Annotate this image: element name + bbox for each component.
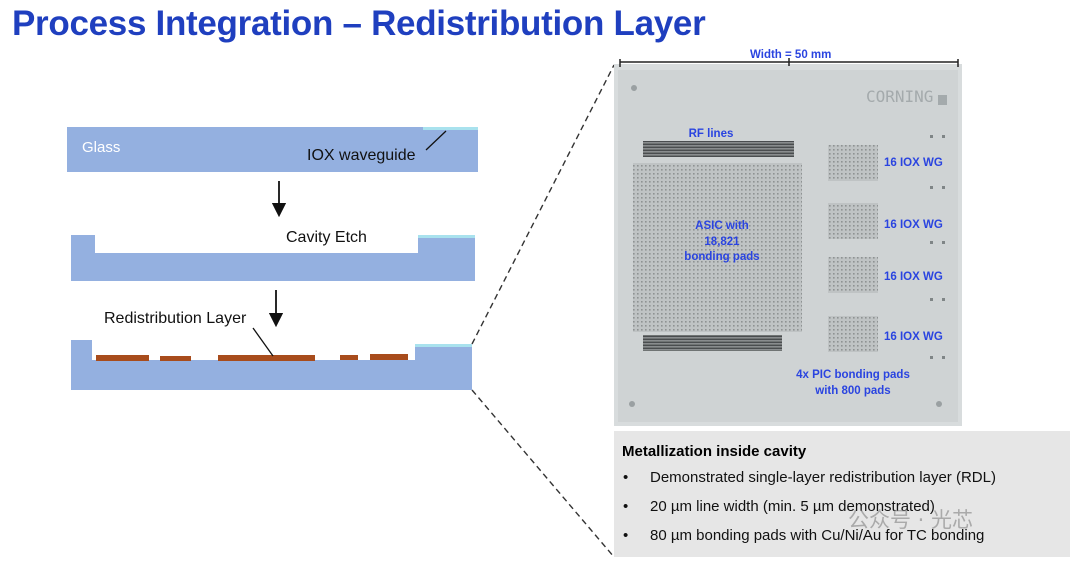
page-title: Process Integration – Redistribution Lay… [12, 4, 706, 43]
cavity-etch-label: Cavity Etch [286, 229, 367, 246]
bullet-text: Demonstrated single-layer redistribution… [650, 469, 996, 486]
pic-label-line2: with 800 pads [814, 385, 890, 397]
test-pad-dots [930, 135, 945, 359]
waveguide-pointer-line [425, 130, 447, 151]
bullet-text: 20 µm line width (min. 5 µm demonstrated… [650, 498, 935, 515]
rdl-pointer-line [252, 327, 274, 357]
wg-label: 16 IOX WG [884, 331, 943, 343]
glass-substrate-step1 [67, 127, 478, 172]
corning-logo-text: CORNING [866, 87, 933, 106]
wg-label: 16 IOX WG [884, 219, 943, 231]
bullet-item: • 80 µm bonding pads with Cu/Ni/Au for T… [622, 526, 1070, 555]
asic-label-line3: bonding pads [684, 251, 759, 263]
wg-label: 16 IOX WG [884, 271, 943, 283]
alignment-mark [631, 85, 637, 91]
asic-label-line1: ASIC with [695, 220, 749, 232]
pic-pad-block [828, 203, 878, 239]
bullet-marker: • [623, 498, 629, 515]
metallization-notes-box: Metallization inside cavity • Demonstrat… [614, 431, 1070, 557]
iox-waveguide-strip [423, 127, 478, 130]
bullet-marker: • [623, 469, 629, 486]
bullet-item: • Demonstrated single-layer redistributi… [622, 468, 1070, 497]
bullet-item: • 20 µm line width (min. 5 µm demonstrat… [622, 497, 1070, 526]
glass-label: Glass [82, 139, 120, 156]
asic-label-line2: 18,821 [704, 236, 740, 248]
pic-pad-block [828, 316, 878, 352]
rdl-label: Redistribution Layer [104, 310, 247, 327]
pic-label-line1: 4x PIC bonding pads [796, 369, 910, 381]
rdl-metal-segment [218, 355, 315, 361]
corning-logo-mark [938, 95, 947, 105]
iox-waveguide-strip-2 [418, 235, 475, 238]
zoom-line-top [471, 64, 615, 345]
alignment-mark [936, 401, 942, 407]
width-label: Width = 50 mm [750, 49, 831, 61]
pic-pad-block [828, 145, 878, 181]
bullet-text: 80 µm bonding pads with Cu/Ni/Au for TC … [650, 527, 985, 544]
chip-photo: CORNING [614, 58, 962, 426]
iox-waveguide-strip-3 [415, 344, 472, 347]
asic-pad-array [633, 163, 802, 332]
watermark: 公众号 · 光芯 [848, 508, 974, 532]
rf-lines-bottom [643, 335, 782, 351]
glass-substrate-step2 [71, 235, 475, 281]
glass-substrate-step3 [71, 340, 472, 390]
rdl-metal-segment [340, 355, 358, 360]
rdl-metal-segment [370, 354, 408, 360]
rdl-metal-segment [160, 356, 191, 361]
rf-lines-label: RF lines [689, 128, 734, 140]
alignment-mark [629, 401, 635, 407]
waveguide-label: IOX waveguide [307, 147, 416, 164]
bullet-marker: • [623, 527, 629, 544]
notes-heading: Metallization inside cavity [622, 443, 807, 460]
zoom-line-bottom [471, 389, 615, 558]
wg-label: 16 IOX WG [884, 157, 943, 169]
rf-lines-top [643, 141, 794, 157]
pic-pad-block [828, 257, 878, 293]
rdl-metal-segment [96, 355, 149, 361]
